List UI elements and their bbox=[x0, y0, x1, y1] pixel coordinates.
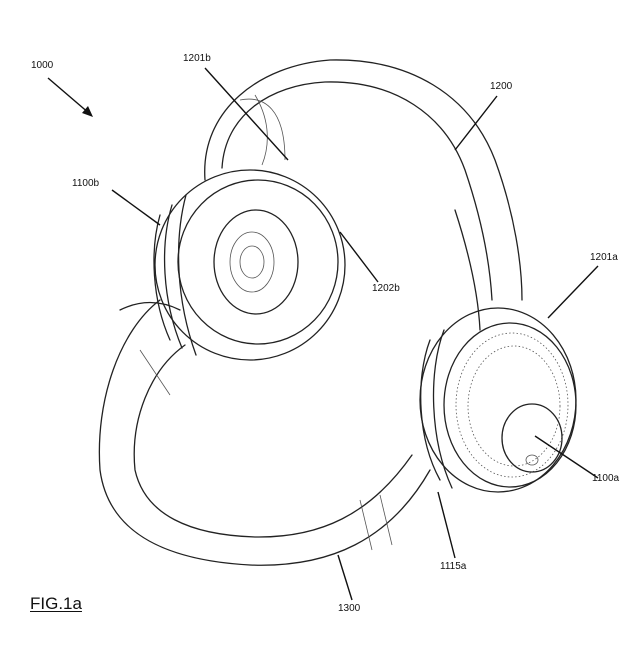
label-1100a: 1100a bbox=[592, 473, 620, 484]
label-1200: 1200 bbox=[490, 81, 513, 92]
label-1202b: 1202b bbox=[372, 283, 400, 294]
label-1300: 1300 bbox=[338, 603, 361, 614]
figure-title: FIG.1a bbox=[30, 594, 82, 613]
earcup-right bbox=[419, 307, 577, 493]
headband bbox=[204, 59, 523, 331]
arrow-1000 bbox=[47, 77, 93, 117]
label-1201a: 1201a bbox=[590, 252, 618, 263]
label-1100b: 1100b bbox=[72, 178, 100, 189]
visor-band bbox=[98, 299, 431, 566]
label-1000: 1000 bbox=[31, 60, 54, 71]
leader-lines bbox=[111, 67, 599, 601]
earcup-left bbox=[153, 169, 346, 361]
label-1201b: 1201b bbox=[183, 53, 211, 64]
label-1115a: 1115a bbox=[440, 561, 467, 572]
